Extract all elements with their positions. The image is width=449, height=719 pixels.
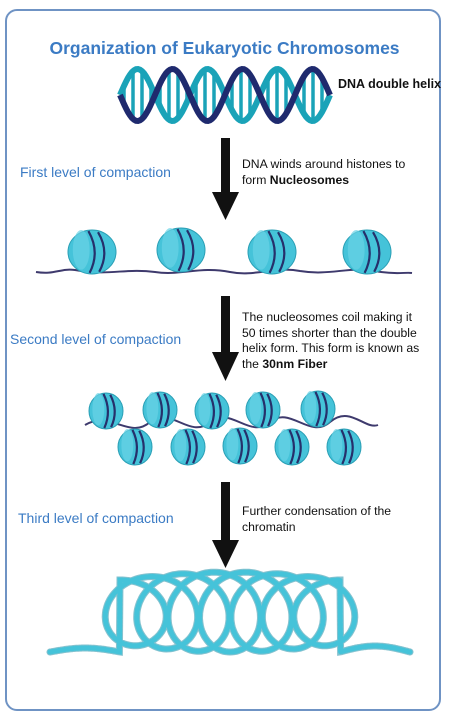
level-3-label: Third level of compaction: [18, 510, 174, 526]
level-2-label: Second level of compaction: [10, 331, 182, 347]
level-3-description: Further condensation of the chromatin: [242, 504, 392, 534]
level-1-bold-term: Nucleosomes: [269, 172, 350, 187]
level-2-bold-term: 30nm Fiber: [262, 356, 328, 371]
level-2-description: The nucleosomes coil making it 50 times …: [242, 310, 420, 371]
level-1-label: First level of compaction: [20, 164, 171, 180]
dna-helix-label: DNA double helix: [338, 77, 442, 91]
level-1-description: DNA winds around histones to form Nucleo…: [242, 157, 406, 187]
diagram-title: Organization of Eukaryotic Chromosomes: [49, 38, 400, 58]
